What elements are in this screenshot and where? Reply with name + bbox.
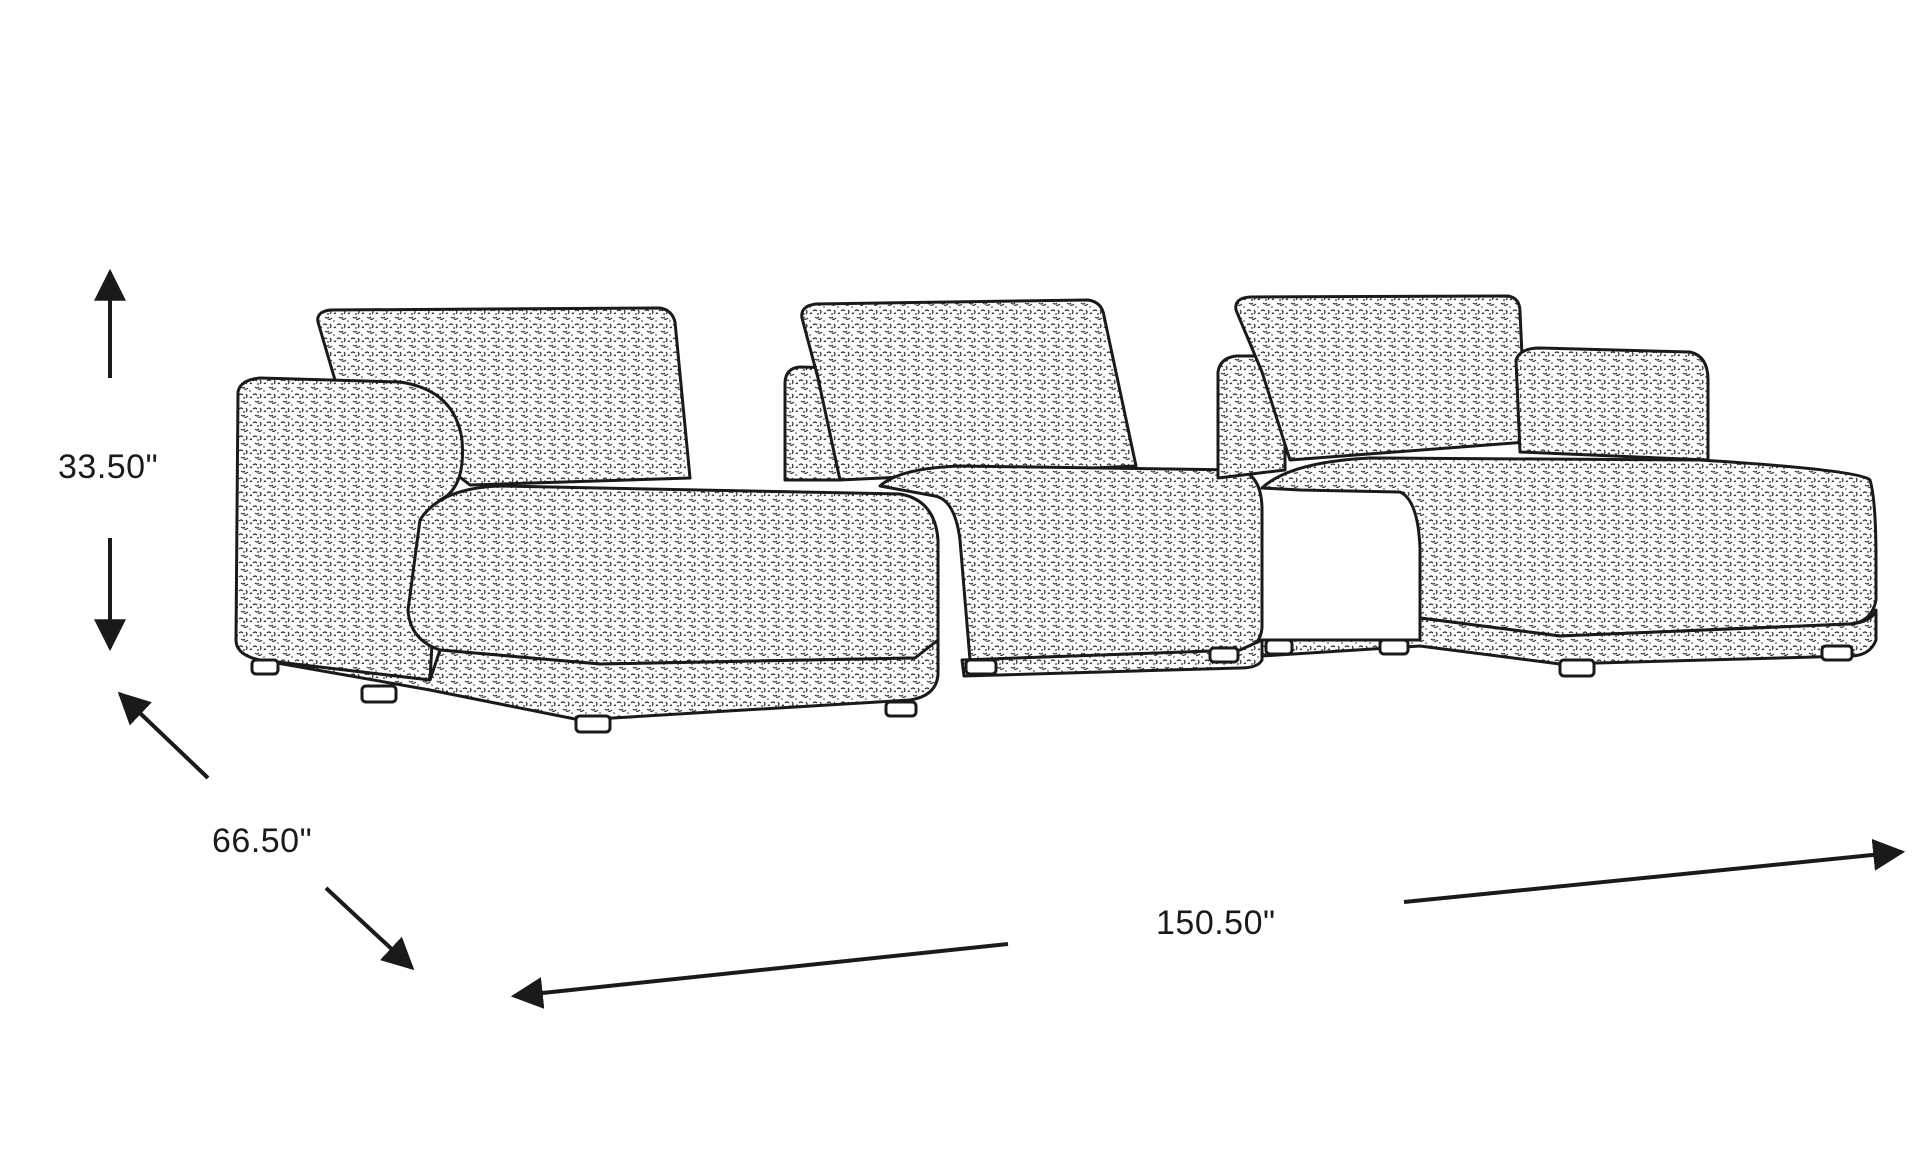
middle-seat <box>878 464 1264 662</box>
width-arrow-right <box>1403 838 1906 904</box>
depth-arrow-upper <box>117 691 210 780</box>
left-chaise-module <box>234 306 940 722</box>
dimension-arrows <box>94 268 1906 1009</box>
middle-module <box>783 298 1264 678</box>
left-base <box>258 638 940 722</box>
right-arm <box>1514 346 1710 462</box>
middle-back-cushion <box>800 298 1138 482</box>
right-chaise-seat <box>1260 456 1878 638</box>
left-back-cushion <box>316 306 692 487</box>
width-dimension-label: 150.50" <box>1156 904 1276 942</box>
right-feet <box>1264 638 1854 678</box>
left-arm <box>234 376 465 682</box>
left-seat-cushion <box>406 484 940 666</box>
depth-arrow-lower <box>324 886 415 971</box>
right-back-cushion <box>1234 294 1528 462</box>
left-feet <box>250 658 918 734</box>
width-arrow-left <box>510 942 1009 1009</box>
middle-feet <box>964 646 1240 676</box>
height-dimension-label: 33.50" <box>58 448 159 486</box>
depth-dimension-label: 66.50" <box>212 822 313 860</box>
right-chaise-module <box>1216 294 1878 666</box>
